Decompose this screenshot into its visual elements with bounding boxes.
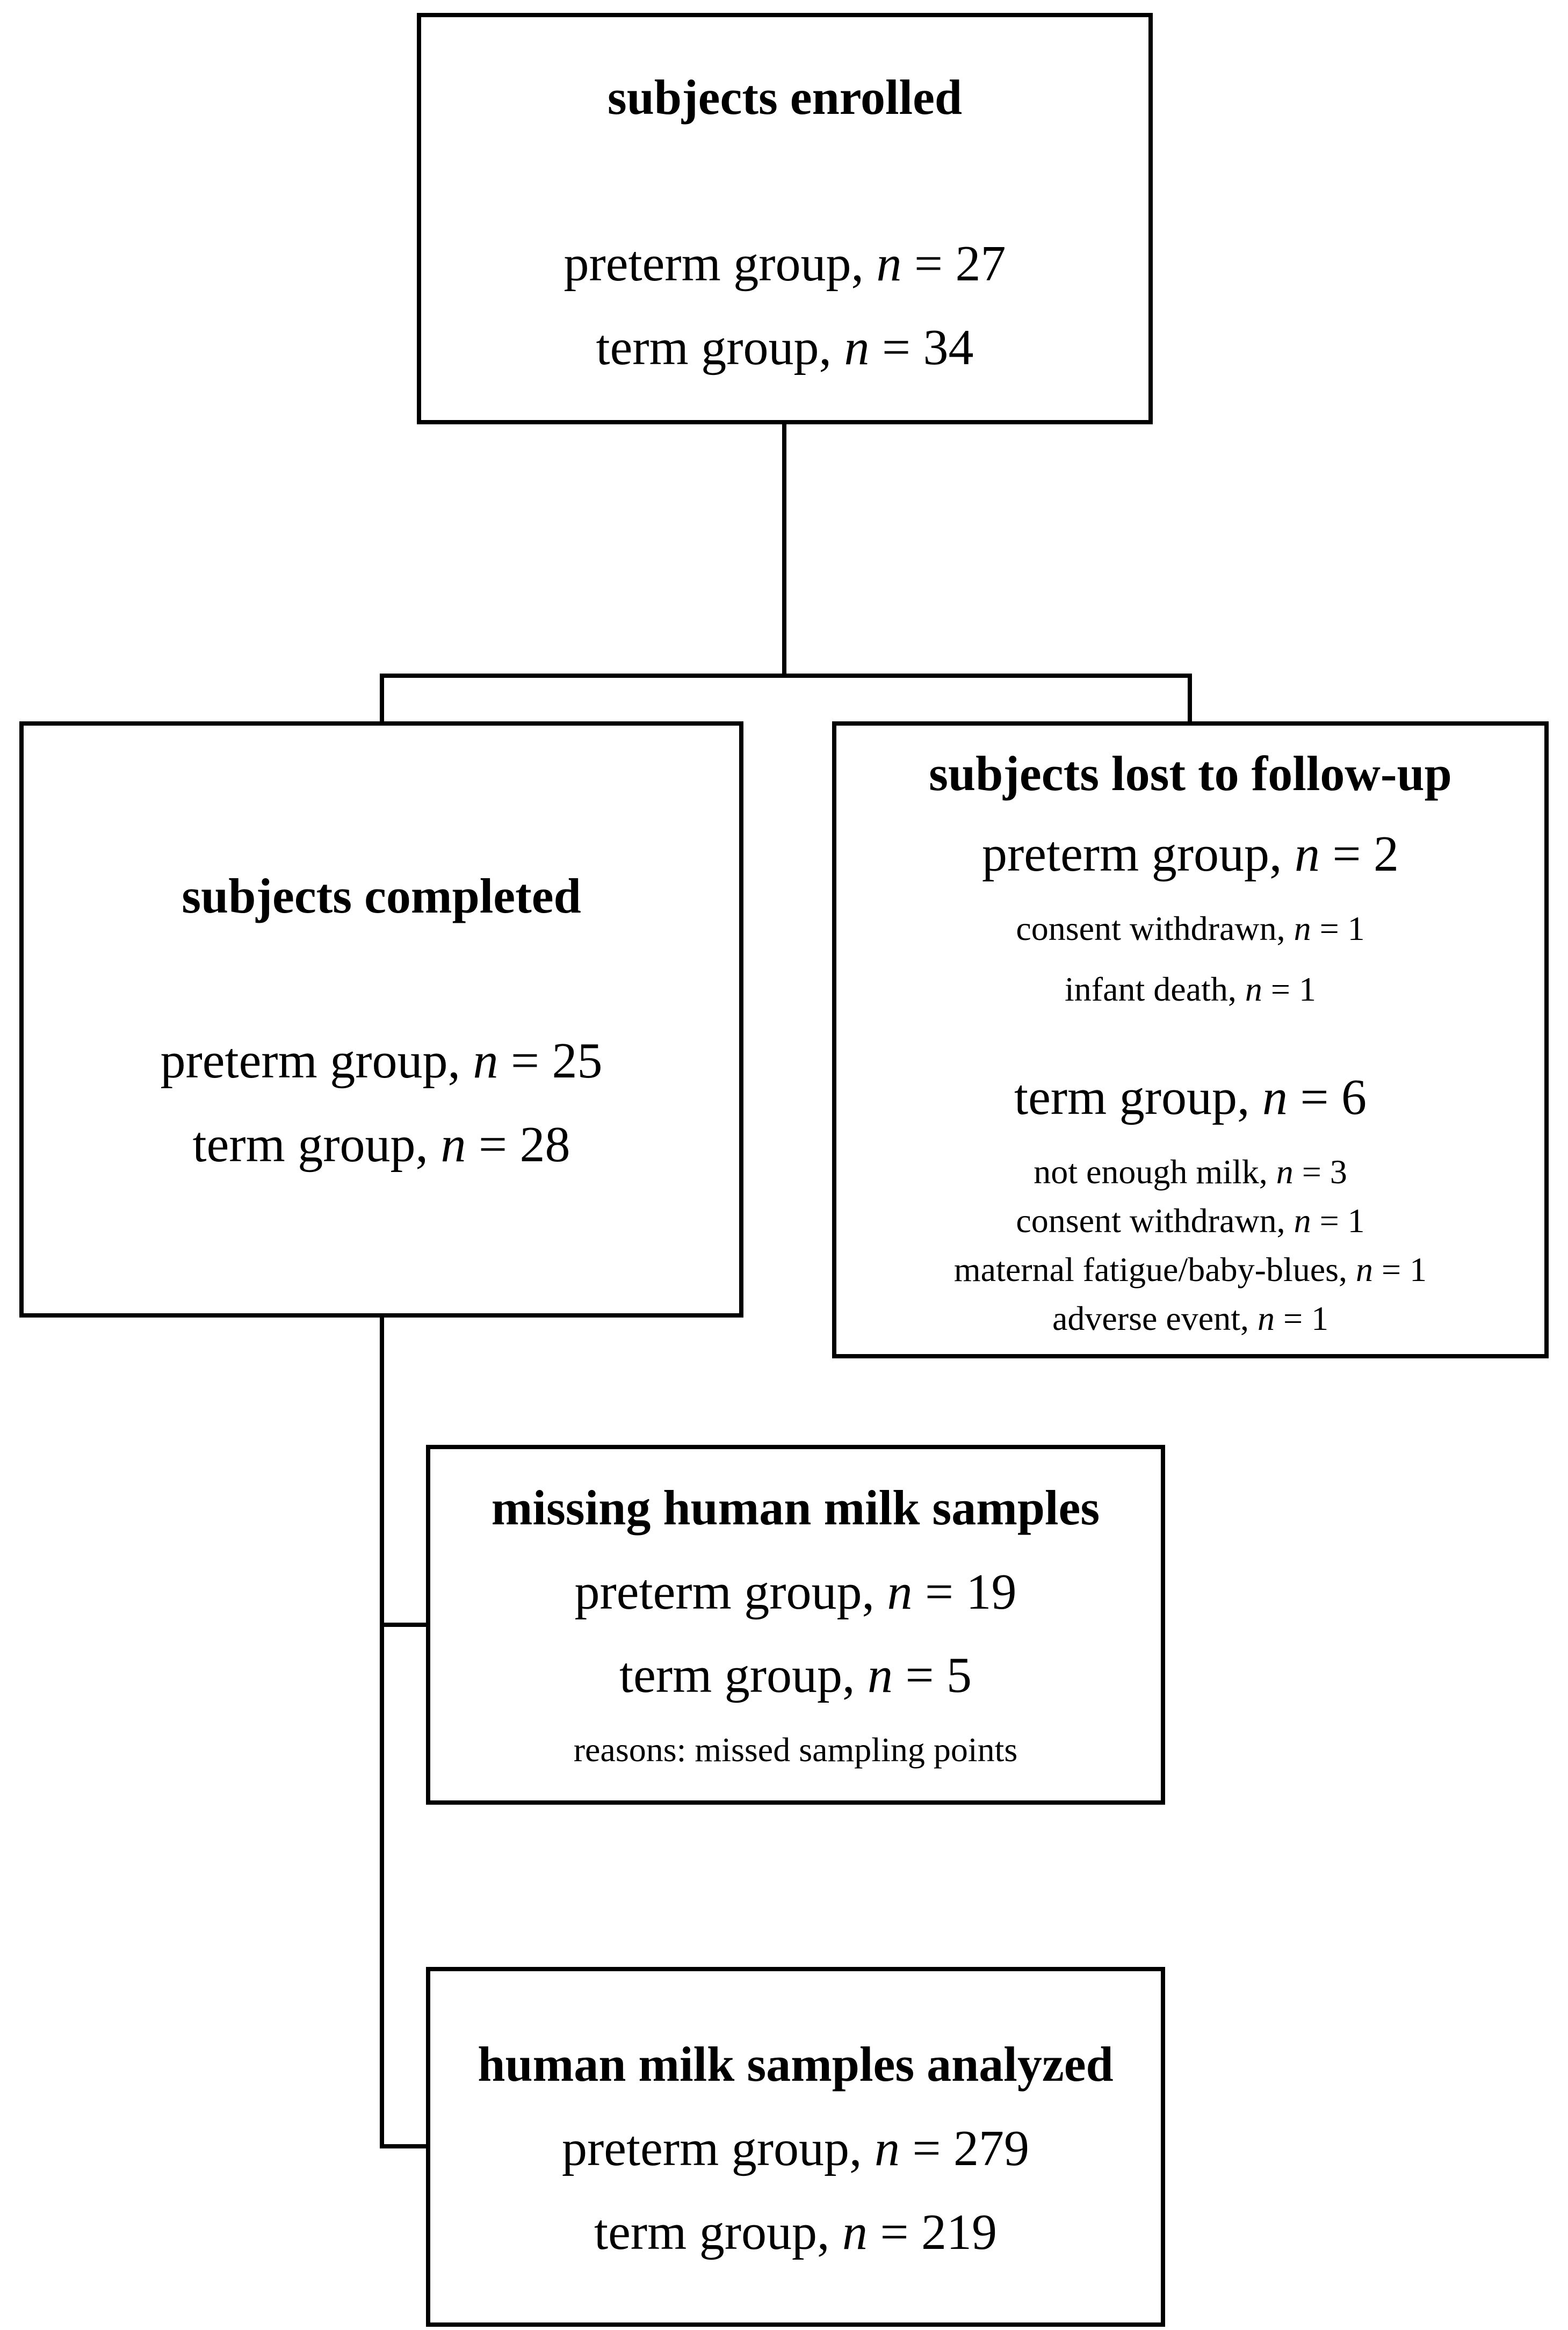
box-title: subjects enrolled xyxy=(607,70,963,125)
lost-preterm-reason: consent withdrawn, n = 1 xyxy=(1016,909,1365,947)
preterm-count: preterm group, n = 19 xyxy=(574,1564,1017,1620)
box-subjects-lost: subjects lost to follow-up preterm group… xyxy=(832,721,1549,1358)
lost-preterm-count: preterm group, n = 2 xyxy=(981,826,1399,882)
lost-term-reason: consent withdrawn, n = 1 xyxy=(1016,1202,1365,1240)
box-title: missing human milk samples xyxy=(491,1480,1100,1535)
box-subjects-completed: subjects completed preterm group, n = 25… xyxy=(19,721,743,1318)
box-title: subjects completed xyxy=(182,869,581,923)
preterm-count: preterm group, n = 27 xyxy=(563,236,1006,292)
box-subjects-enrolled: subjects enrolled preterm group, n = 27 … xyxy=(417,13,1153,424)
box-missing-samples: missing human milk samples preterm group… xyxy=(426,1445,1165,1805)
term-count: term group, n = 219 xyxy=(594,2204,998,2260)
lost-preterm-reason: infant death, n = 1 xyxy=(1065,970,1316,1008)
lost-term-count: term group, n = 6 xyxy=(1014,1069,1367,1125)
missing-reason-note: reasons: missed sampling points xyxy=(573,1731,1018,1769)
lost-term-reason: not enough milk, n = 3 xyxy=(1034,1153,1347,1191)
box-title: subjects lost to follow-up xyxy=(929,746,1452,801)
lost-term-reason: maternal fatigue/baby-blues, n = 1 xyxy=(953,1250,1427,1289)
term-count: term group, n = 28 xyxy=(192,1117,570,1173)
lost-term-reason: adverse event, n = 1 xyxy=(1052,1299,1329,1337)
preterm-count: preterm group, n = 25 xyxy=(160,1033,603,1089)
term-count: term group, n = 34 xyxy=(596,320,974,375)
box-title: human milk samples analyzed xyxy=(478,2037,1114,2092)
preterm-count: preterm group, n = 279 xyxy=(561,2121,1030,2176)
box-samples-analyzed: human milk samples analyzed preterm grou… xyxy=(426,1967,1165,2327)
term-count: term group, n = 5 xyxy=(619,1647,972,1703)
